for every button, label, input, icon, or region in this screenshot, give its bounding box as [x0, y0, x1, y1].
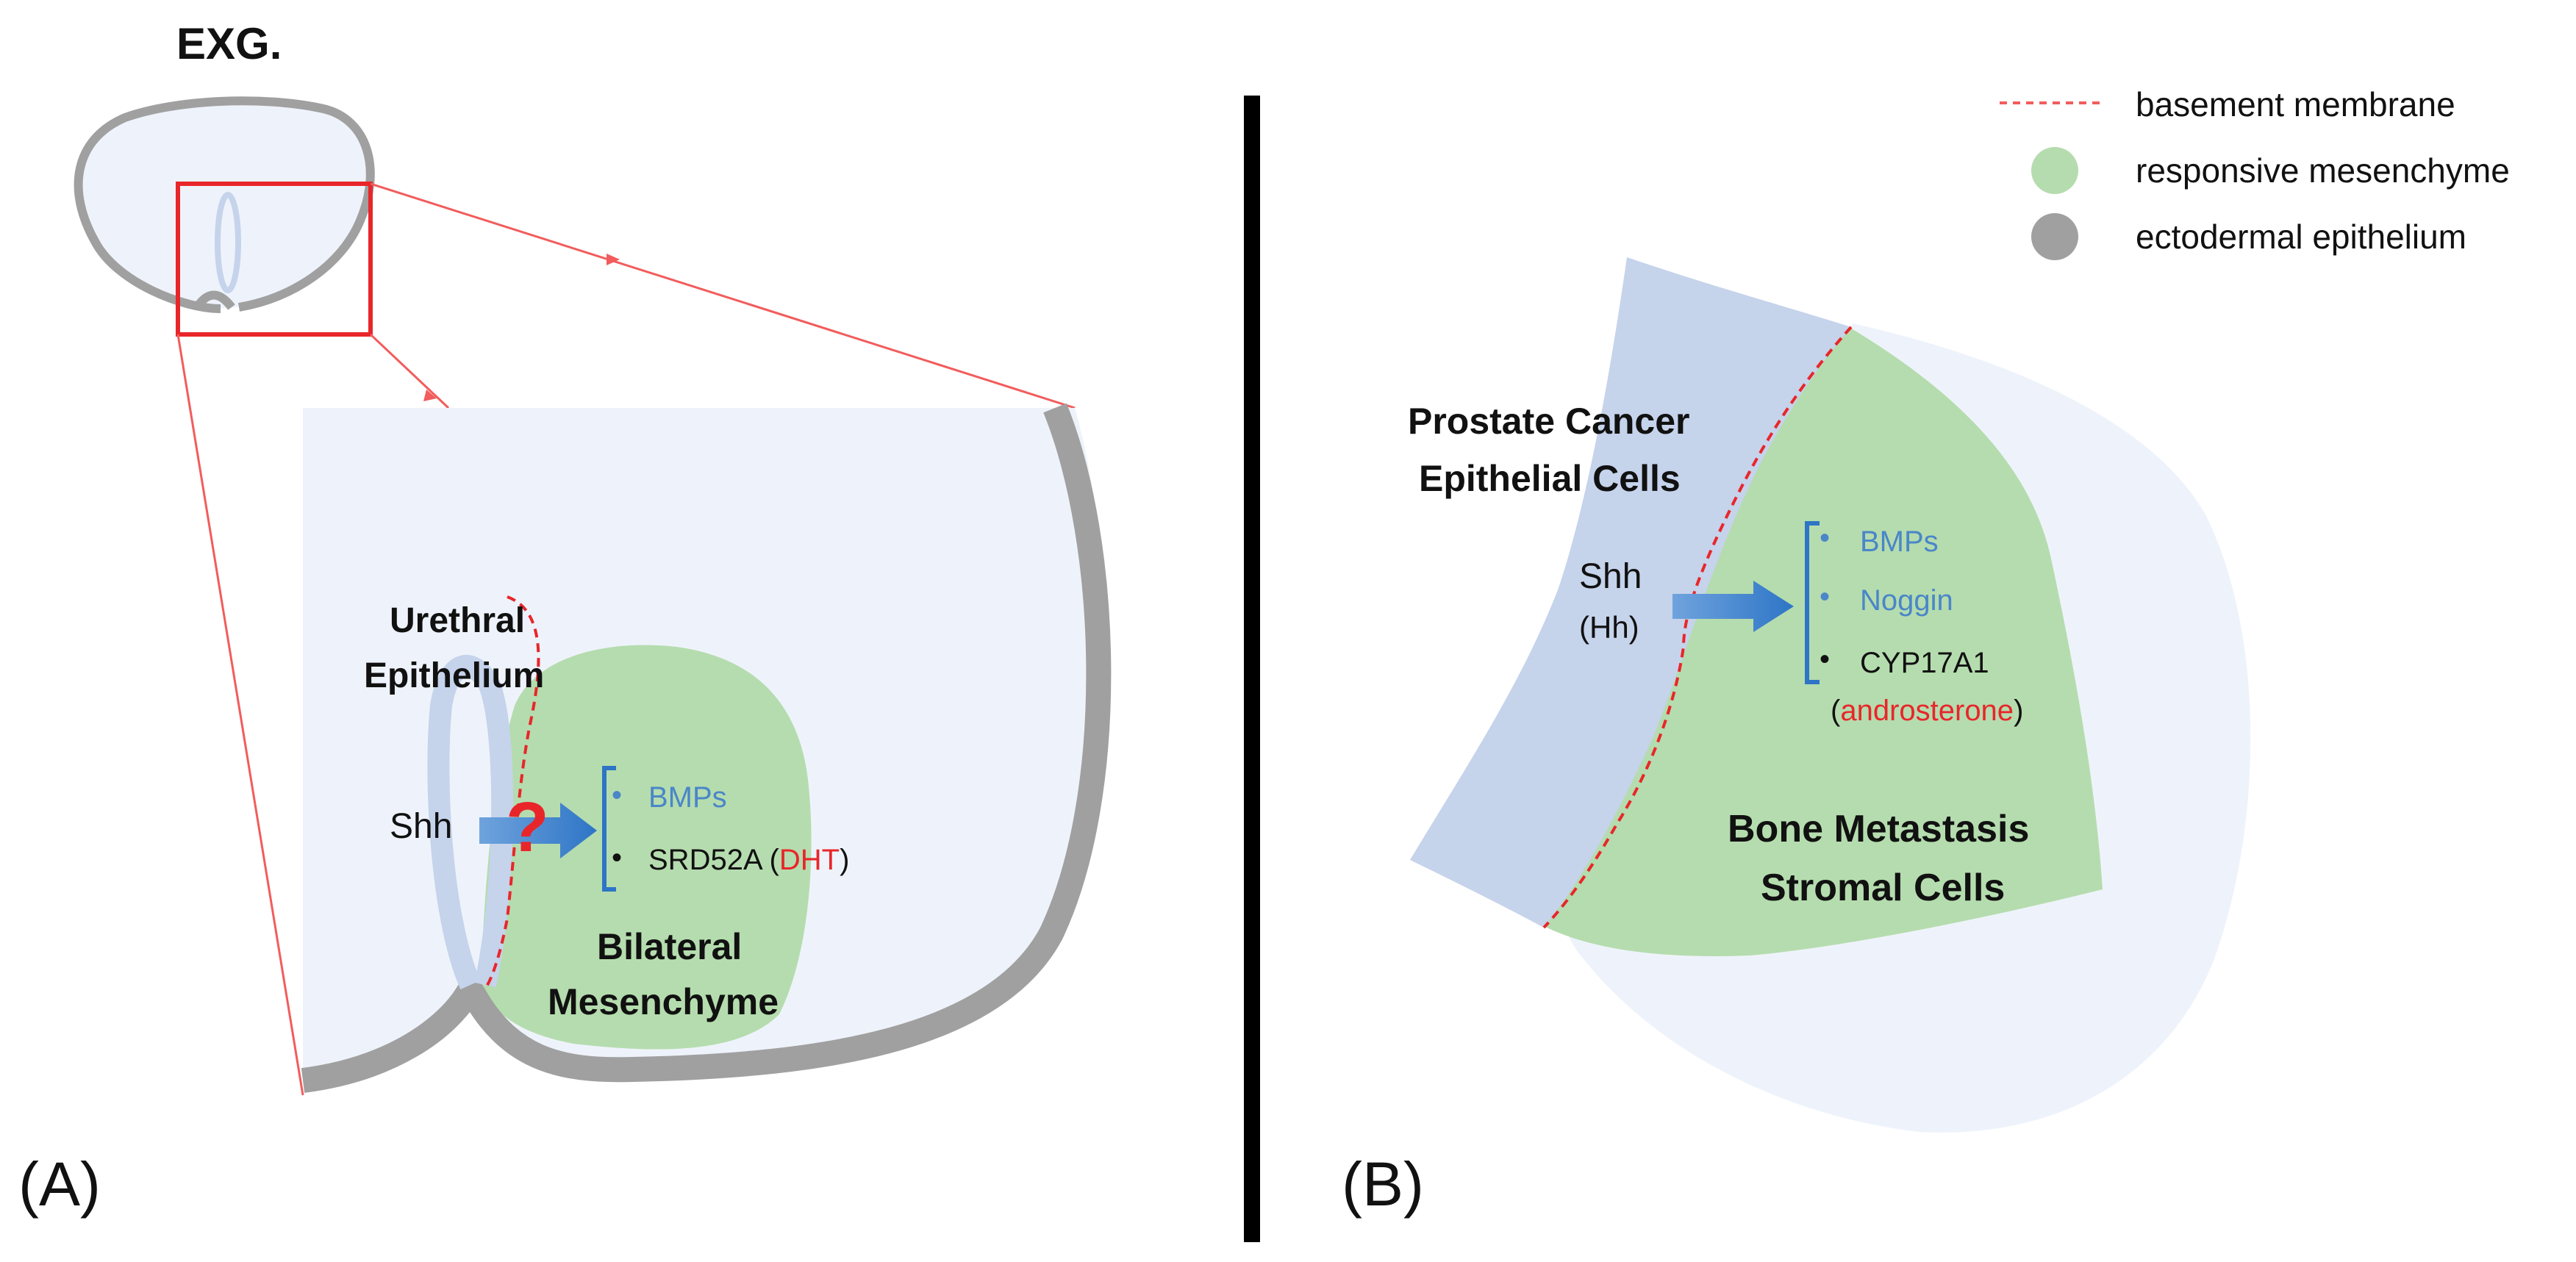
basement-membrane-a	[484, 595, 540, 990]
stromal-label-line2: Stromal Cells	[1761, 867, 2005, 909]
srd-prefix: SRD52A (	[648, 844, 780, 876]
epithelial-label-line2: Epithelial Cells	[1419, 458, 1681, 499]
ectodermal-epithelium	[301, 403, 1112, 1093]
hh-label-b: (Hh)	[1579, 610, 1639, 645]
shh-label-b: Shh	[1579, 557, 1642, 596]
target-srd-a: SRD52A (DHT)	[648, 844, 849, 876]
legend-symbol-ectodermal-epithelium	[2031, 213, 2078, 260]
target-bmps-b: BMPs	[1860, 526, 1939, 558]
andro-close: )	[2014, 695, 2023, 727]
exg-urethra-small	[215, 192, 241, 293]
mesenchyme-label-line1: Bilateral	[597, 926, 742, 967]
legend-symbol-responsive-mesenchyme	[2031, 147, 2078, 194]
exg-overview	[74, 96, 375, 337]
epithelial-label-line1: Prostate Cancer	[1408, 401, 1690, 442]
panel-a-letter: (A)	[18, 1150, 101, 1219]
target-bracket-b	[1805, 521, 1820, 684]
figure-title: EXG.	[176, 19, 282, 68]
zoom-box	[176, 182, 373, 337]
panel-a: EXG. Urethral Epithelium Shh	[18, 19, 1112, 1219]
stromal-mesenchyme	[1544, 327, 2103, 956]
mesenchyme-label-line2: Mesenchyme	[548, 981, 779, 1022]
target-androsterone: (androsterone)	[1831, 695, 2023, 727]
cancer-epithelium	[1410, 257, 1851, 928]
andro-open: (	[1831, 695, 1841, 727]
panel-divider	[1244, 96, 1260, 1242]
basement-membrane-b	[1542, 326, 1853, 929]
bilateral-mesenchyme	[481, 645, 812, 1050]
exg-outline-notch	[193, 290, 235, 310]
target-bracket-a	[602, 766, 616, 892]
question-mark: ?	[506, 788, 549, 867]
bullet-bmps-b: •	[1820, 522, 1830, 554]
srd-dht: DHT	[779, 844, 840, 876]
target-bmps-a: BMPs	[648, 781, 727, 814]
shh-label-a: Shh	[390, 807, 452, 846]
bullet-bmps-a: •	[612, 779, 622, 811]
panel-b-letter: (B)	[1342, 1150, 1424, 1219]
urethral-label-line1: Urethral	[390, 601, 525, 640]
urethral-label-line2: Epithelium	[364, 656, 544, 695]
zoom-connectors	[176, 182, 1076, 1096]
bullet-cyp: •	[1820, 643, 1830, 675]
signal-arrow-a	[479, 803, 597, 858]
bullet-noggin: •	[1820, 581, 1830, 613]
stromal-label-line1: Bone Metastasis	[1728, 808, 2029, 850]
target-noggin: Noggin	[1860, 584, 1953, 617]
andro-highlight: androsterone	[1840, 695, 2014, 727]
legend-label-basement-membrane: basement membrane	[2136, 85, 2455, 123]
signal-arrow-b	[1672, 581, 1794, 632]
legend: basement membrane responsive mesenchyme …	[2000, 85, 2510, 260]
target-cyp: CYP17A1	[1860, 647, 1989, 679]
bullet-srd: •	[612, 842, 622, 874]
legend-label-responsive-mesenchyme: responsive mesenchyme	[2136, 151, 2510, 190]
srd-suffix: )	[840, 844, 849, 876]
panel-b: Prostate Cancer Epithelial Cells Shh (Hh…	[1342, 257, 2251, 1219]
legend-label-ectodermal-epithelium: ectodermal epithelium	[2136, 218, 2466, 256]
